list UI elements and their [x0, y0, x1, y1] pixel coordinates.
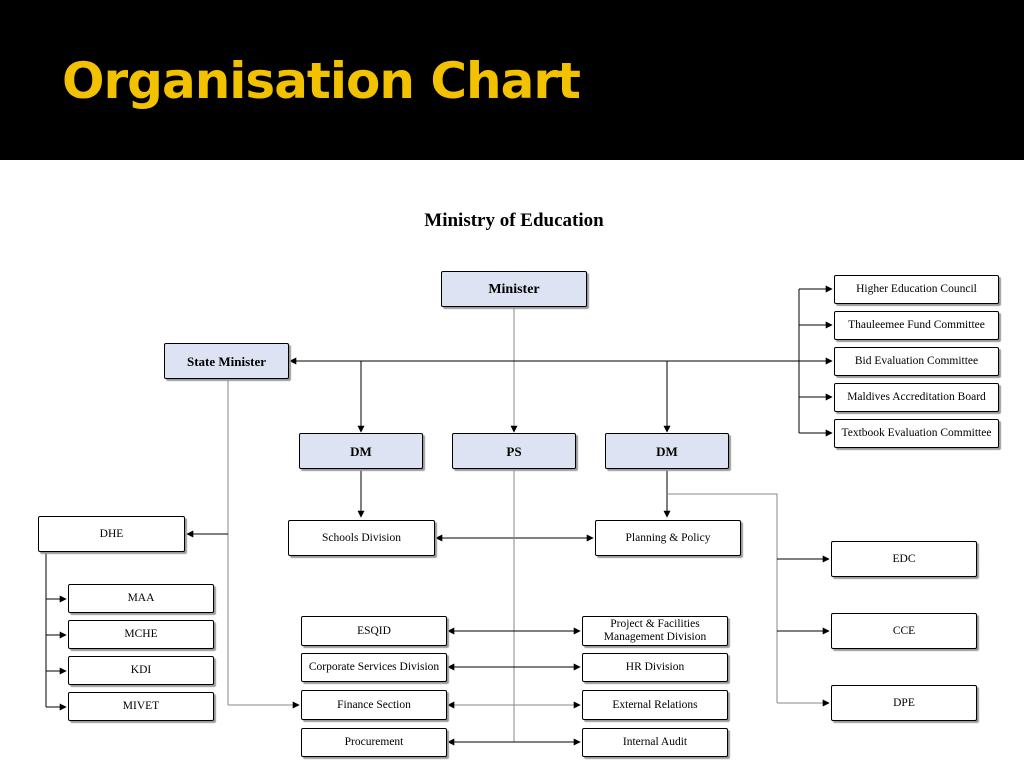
internal-audit-box: Internal Audit [582, 728, 728, 757]
kdi-box: KDI [68, 656, 214, 685]
minister-box: Minister [441, 271, 587, 307]
external-relations-box: External Relations [582, 690, 728, 720]
project-facilities-box: Project & Facilities Management Division [582, 616, 728, 646]
bid-evaluation-box: Bid Evaluation Committee [834, 347, 999, 376]
slide-header: Organisation Chart [0, 0, 1024, 160]
maa-box: MAA [68, 584, 214, 613]
accreditation-board-box: Maldives Accreditation Board [834, 383, 999, 412]
dhe-box: DHE [38, 516, 185, 552]
state-minister-box: State Minister [164, 343, 289, 379]
schools-division-box: Schools Division [288, 520, 435, 556]
higher-education-council-box: Higher Education Council [834, 275, 999, 304]
corporate-services-box: Corporate Services Division [301, 653, 447, 682]
hr-division-box: HR Division [582, 653, 728, 682]
finance-section-box: Finance Section [301, 690, 447, 720]
cce-box: CCE [831, 613, 977, 649]
dpe-box: DPE [831, 685, 977, 721]
planning-policy-box: Planning & Policy [595, 520, 741, 556]
chart-title: Ministry of Education [424, 210, 604, 231]
esqid-box: ESQID [301, 616, 447, 646]
thauleemee-fund-box: Thauleemee Fund Committee [834, 311, 999, 340]
ps-box: PS [452, 433, 576, 469]
dm-left-box: DM [299, 433, 423, 469]
edc-box: EDC [831, 541, 977, 577]
dm-right-box: DM [605, 433, 729, 469]
dm-right-branch-line [667, 493, 778, 703]
slide-title: Organisation Chart [62, 52, 581, 110]
mivet-box: MIVET [68, 692, 214, 721]
mche-box: MCHE [68, 620, 214, 649]
procurement-box: Procurement [301, 728, 447, 757]
textbook-evaluation-box: Textbook Evaluation Committee [834, 419, 999, 448]
